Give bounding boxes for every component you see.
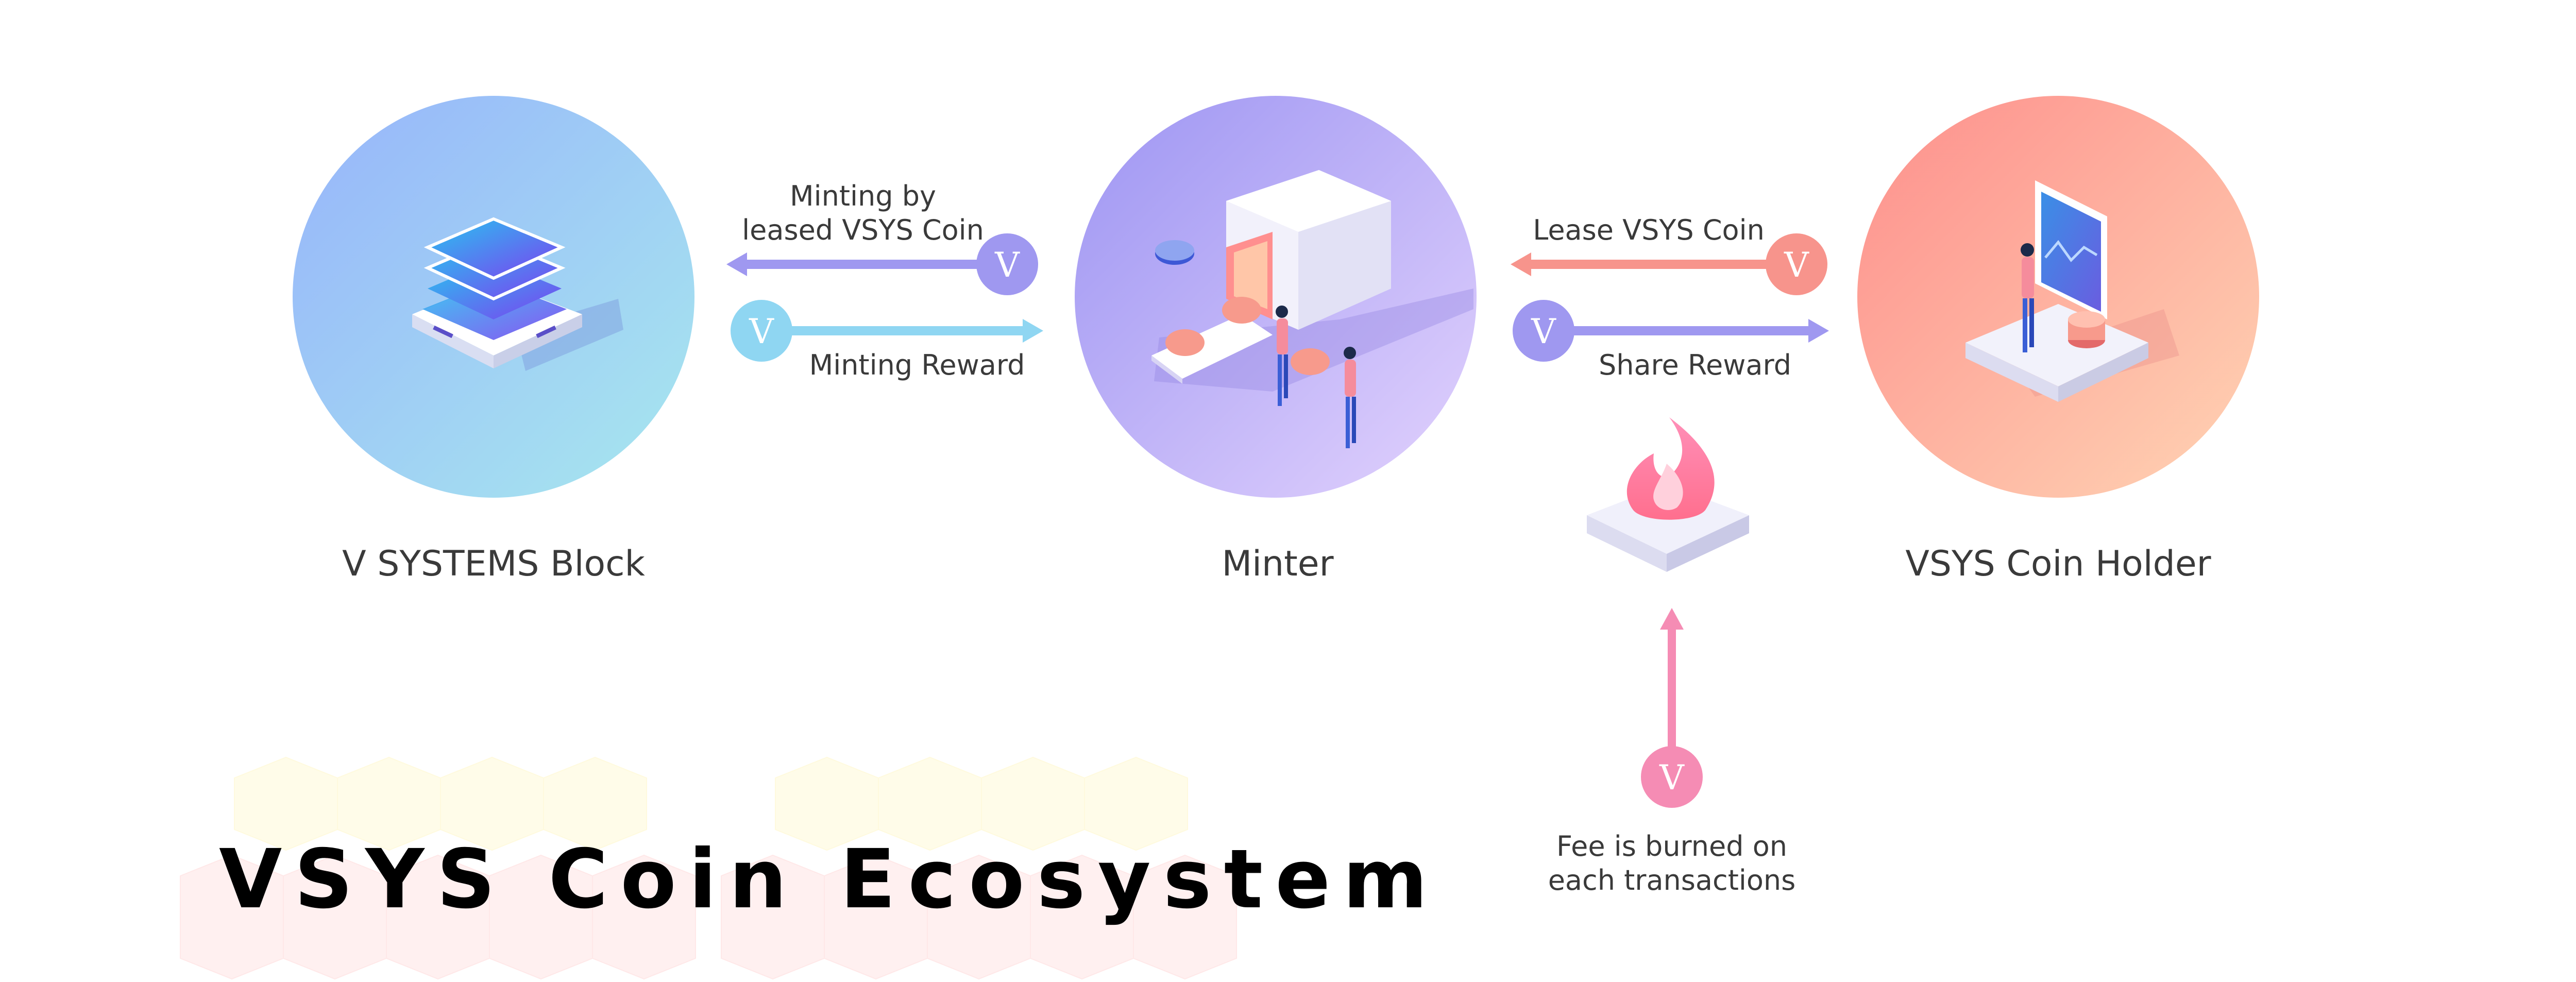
minting-machine-icon bbox=[1151, 170, 1473, 448]
svg-text:V: V bbox=[1531, 312, 1556, 351]
vsys-coin-icon: V bbox=[1766, 233, 1827, 295]
coin-holder-icon bbox=[1965, 180, 2179, 402]
vsys-coin-icon: V bbox=[976, 233, 1038, 295]
vsys-coin-icon: V bbox=[1641, 746, 1703, 808]
hexagon-pattern-decoration bbox=[180, 756, 1237, 980]
arrow-label-share-reward: Share Reward bbox=[1598, 349, 1792, 381]
node-label-block: V SYSTEMS Block bbox=[342, 544, 645, 584]
arrow-fee-burned: V bbox=[1641, 608, 1703, 808]
arrow-label-lease-coin: Lease VSYS Coin bbox=[1533, 214, 1765, 246]
holder-circle bbox=[1857, 96, 2259, 498]
arrow-minting-reward: V bbox=[731, 300, 1043, 362]
arrow-label-minting-by-lease: Minting by leased VSYS Coin bbox=[742, 180, 984, 246]
arrow-lease-coin: V bbox=[1511, 233, 1827, 295]
svg-text:V: V bbox=[1659, 758, 1685, 798]
vsys-coin-icon: V bbox=[731, 300, 792, 362]
flame-burn-icon bbox=[1587, 417, 1749, 572]
node-holder bbox=[1857, 96, 2259, 498]
node-label-minter: Minter bbox=[1222, 544, 1334, 584]
node-block bbox=[293, 96, 694, 498]
page-title: VSYS Coin Ecosystem bbox=[219, 832, 1440, 927]
arrow-label-minting-reward: Minting Reward bbox=[809, 349, 1025, 381]
arrow-minting-by-lease: V bbox=[726, 233, 1038, 295]
arrow-share-reward: V bbox=[1513, 300, 1829, 362]
svg-text:V: V bbox=[1784, 245, 1809, 285]
svg-text:V: V bbox=[749, 312, 774, 351]
block-stack-icon bbox=[412, 217, 623, 371]
vsys-coin-icon: V bbox=[1513, 300, 1574, 362]
node-label-holder: VSYS Coin Holder bbox=[1905, 544, 2211, 584]
node-minter bbox=[1075, 96, 1477, 498]
arrow-label-fee-burned: Fee is burned on each transactions bbox=[1548, 830, 1796, 896]
svg-text:V: V bbox=[994, 245, 1020, 285]
